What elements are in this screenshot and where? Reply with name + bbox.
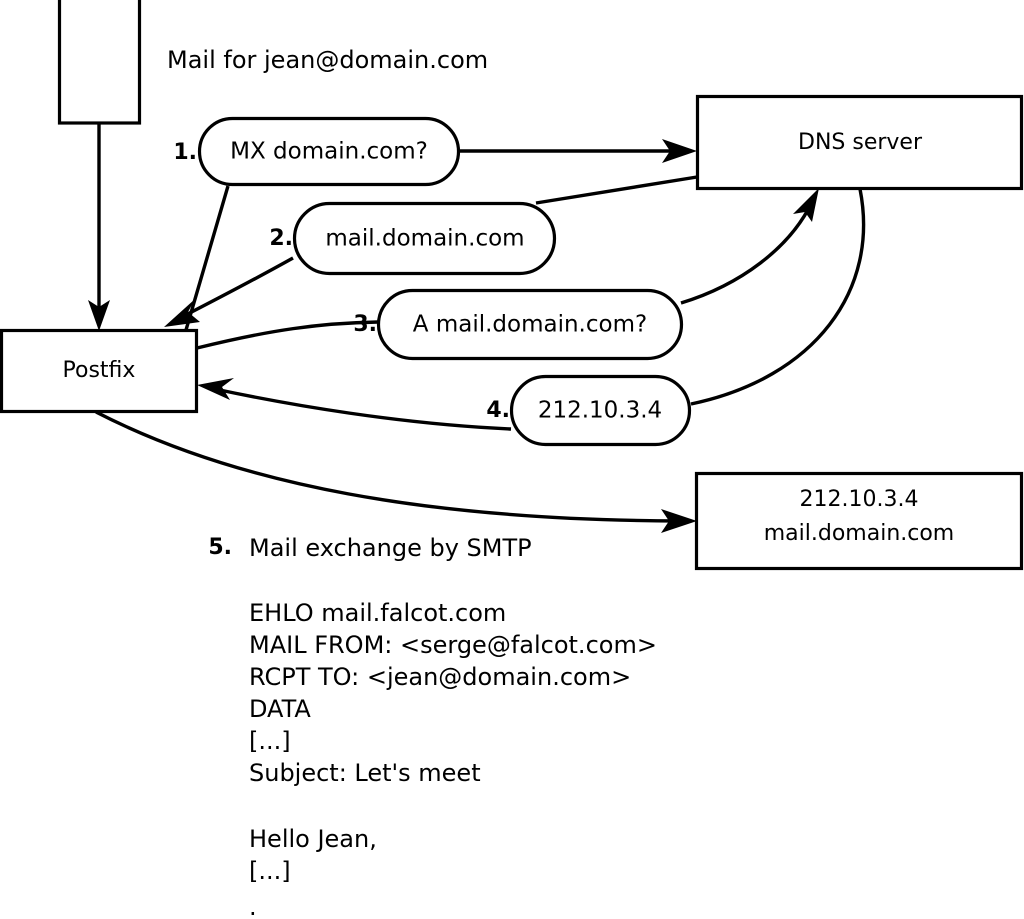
- step-5-number: 5.: [208, 535, 232, 560]
- step-4-number: 4.: [486, 398, 510, 423]
- step-1-number: 1.: [173, 140, 197, 165]
- step-5-label: Mail exchange by SMTP: [249, 534, 532, 562]
- arrowhead-step1-to-dns: [662, 139, 697, 163]
- arrowhead-step4-to-postfix: [197, 378, 234, 400]
- smtp-line-6: Subject: Let's meet: [249, 759, 481, 787]
- connector-postfix-to-target: [95, 410, 681, 523]
- smtp-line-4: DATA: [249, 695, 311, 723]
- smtp-line-9: [...]: [249, 857, 291, 885]
- connector-dns-to-step2: [535, 175, 698, 205]
- mail-for-caption: Mail for jean@domain.com: [167, 46, 488, 74]
- step-4-bubble: [509, 374, 692, 447]
- step-1-label: MX domain.com?: [230, 139, 428, 165]
- step-2-label: mail.domain.com: [325, 226, 524, 252]
- smtp-line-1: EHLO mail.falcot.com: [249, 599, 506, 627]
- step-3-bubble: [376, 288, 684, 361]
- postfix-box: [0, 328, 199, 414]
- smtp-line-2: MAIL FROM: <serge@falcot.com>: [249, 631, 657, 659]
- smtp-line-3: RCPT TO: <jean@domain.com>: [249, 663, 631, 691]
- arrowhead-postfix-to-target: [661, 509, 697, 533]
- step-2-bubble: [292, 201, 557, 276]
- mail-source-box: [57, 0, 142, 125]
- smtp-line-5: [...]: [249, 727, 291, 755]
- step-3-label: A mail.domain.com?: [413, 312, 647, 338]
- step-4-label: 212.10.3.4: [538, 398, 662, 424]
- step-3-number: 3.: [353, 312, 377, 337]
- connector-step2-to-postfix: [179, 256, 294, 320]
- step-1-bubble: [197, 116, 461, 187]
- dns-server-label: DNS server: [798, 130, 923, 155]
- connector-dns-to-step4: [690, 188, 866, 406]
- target-server-hostname: mail.domain.com: [764, 521, 955, 546]
- connector-postfix-to-step3: [196, 320, 379, 350]
- postfix-label: Postfix: [63, 358, 136, 383]
- arrowhead-step3-to-dns: [793, 188, 819, 222]
- target-server-box: [694, 471, 1024, 571]
- connector-step3-to-dns: [680, 201, 814, 305]
- arrowhead-step2-to-postfix: [164, 299, 200, 327]
- smtp-line-10: .: [249, 893, 257, 919]
- target-server-ip: 212.10.3.4: [800, 487, 919, 512]
- connector-step1-from-postfix: [184, 185, 230, 331]
- connector-step4-to-postfix: [214, 387, 512, 431]
- smtp-line-8: Hello Jean,: [249, 825, 377, 853]
- dns-server-box: [695, 94, 1024, 191]
- step-2-number: 2.: [269, 226, 293, 251]
- arrowhead-source-to-postfix: [88, 300, 110, 331]
